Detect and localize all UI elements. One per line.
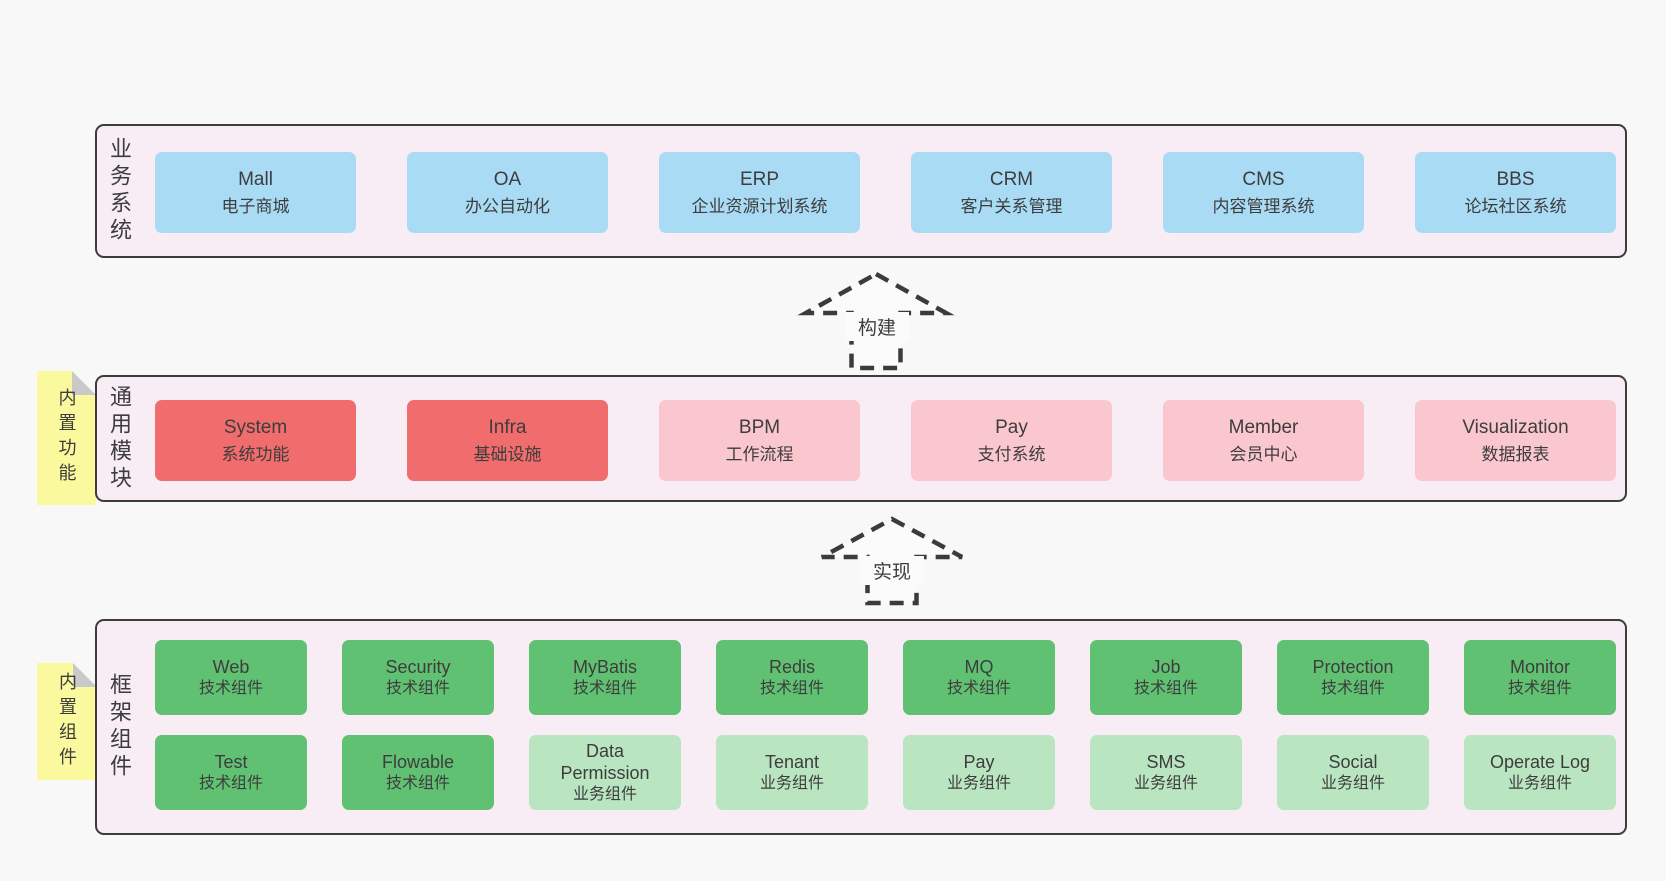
component-box-flowable: Flowable 技术组件 [342,735,494,810]
component-box-test: Test 技术组件 [155,735,307,810]
component-box-monitor: Monitor 技术组件 [1464,640,1616,715]
system-box-bbs: BBS 论坛社区系统 [1415,152,1616,233]
common-modules-title: 通用模块 [107,384,132,493]
system-box-erp: ERP 企业资源计划系统 [659,152,860,233]
component-box-operate-log: Operate Log 业务组件 [1464,735,1616,810]
framework-components-row-1: Web 技术组件 Security 技术组件 MyBatis 技术组件 Redi… [155,640,1616,715]
framework-components-title: 框架组件 [107,673,132,781]
component-box-pay: Pay 业务组件 [903,735,1055,810]
component-box-protection: Protection 技术组件 [1277,640,1429,715]
component-box-web: Web 技术组件 [155,640,307,715]
common-modules-section: 通用模块 System 系统功能 Infra 基础设施 BPM 工作流程 Pay… [95,375,1627,502]
built-in-components-note: 内置组件 [37,663,97,780]
business-systems-row: Mall 电子商城 OA 办公自动化 ERP 企业资源计划系统 CRM 客户关系… [155,152,1616,233]
built-in-functions-note: 内置功能 [37,371,96,505]
module-box-member: Member 会员中心 [1163,400,1364,481]
implement-arrow-label: 实现 [860,556,924,585]
business-systems-section: 业务系统 Mall 电子商城 OA 办公自动化 ERP 企业资源计划系统 CRM… [95,124,1627,258]
system-box-mall: Mall 电子商城 [155,152,356,233]
component-box-job: Job 技术组件 [1090,640,1242,715]
system-box-oa: OA 办公自动化 [407,152,608,233]
common-modules-row: System 系统功能 Infra 基础设施 BPM 工作流程 Pay 支付系统… [155,400,1616,481]
component-box-tenant: Tenant 业务组件 [716,735,868,810]
module-box-bpm: BPM 工作流程 [659,400,860,481]
framework-components-row-2: Test 技术组件 Flowable 技术组件 Data Permission … [155,735,1616,810]
component-box-sms: SMS 业务组件 [1090,735,1242,810]
module-box-infra: Infra 基础设施 [407,400,608,481]
framework-components-section: 框架组件 Web 技术组件 Security 技术组件 MyBatis 技术组件… [95,619,1627,835]
component-box-mq: MQ 技术组件 [903,640,1055,715]
business-systems-title: 业务系统 [107,137,132,245]
component-box-mybatis: MyBatis 技术组件 [529,640,681,715]
component-box-security: Security 技术组件 [342,640,494,715]
system-box-crm: CRM 客户关系管理 [911,152,1112,233]
build-arrow-label: 构建 [845,312,909,341]
module-box-pay: Pay 支付系统 [911,400,1112,481]
component-box-social: Social 业务组件 [1277,735,1429,810]
component-box-redis: Redis 技术组件 [716,640,868,715]
system-box-cms: CMS 内容管理系统 [1163,152,1364,233]
module-box-visualization: Visualization 数据报表 [1415,400,1616,481]
component-box-data-permission: Data Permission 业务组件 [529,735,681,810]
module-box-system: System 系统功能 [155,400,356,481]
